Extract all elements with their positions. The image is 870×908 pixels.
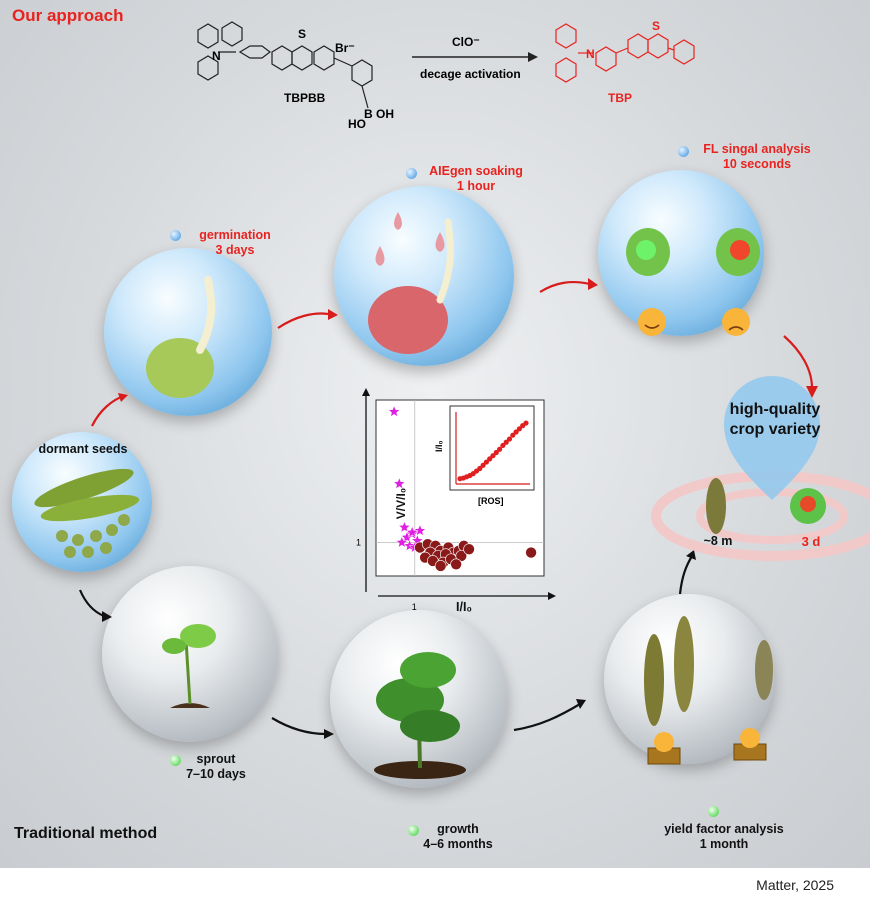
- arrow-dormant-to-sprout: [78, 589, 105, 618]
- oh-group: OH: [376, 107, 394, 121]
- reactant-name: TBPBB: [284, 91, 326, 105]
- sad-face-icon: [722, 308, 750, 336]
- approach-title: Our approach: [12, 6, 124, 25]
- step-dot-icon: [170, 230, 181, 241]
- credit: Matter, 2025: [756, 877, 834, 893]
- figure-panel: Our approach Traditional method N S Br⁻ …: [0, 0, 870, 868]
- inset-point: [506, 436, 513, 442]
- star-point: [392, 477, 406, 490]
- ball-point: [463, 543, 475, 555]
- pod-bad: [755, 640, 773, 700]
- inset-y-label: I/I₀: [434, 440, 444, 452]
- y-tick-label: 1: [356, 537, 361, 547]
- n-atom-red: N: [586, 47, 595, 61]
- inset-x-label: [ROS]: [478, 496, 504, 506]
- happy-face-icon: [638, 308, 666, 336]
- inset-point: [483, 459, 489, 465]
- star-point: [398, 520, 411, 533]
- pod-traditional: [706, 478, 726, 534]
- pea-seed: [146, 338, 214, 398]
- tbpbb-structure: [197, 21, 373, 109]
- tbp-structure: [555, 23, 695, 83]
- inset-point: [510, 432, 516, 438]
- sprout-bubble: [102, 566, 278, 742]
- inset-point: [500, 442, 506, 449]
- ho-group: HO: [348, 117, 366, 131]
- soil: [170, 703, 210, 708]
- dormant-label: dormant seeds: [38, 442, 128, 456]
- arrow-yield-to-result: [678, 555, 693, 595]
- step-dot-icon: [406, 168, 417, 179]
- s-atom: S: [298, 27, 306, 41]
- step-dot-icon: [708, 806, 719, 817]
- ball-point: [525, 546, 537, 559]
- our-time: 3 d: [801, 534, 821, 549]
- inset-point: [513, 429, 519, 435]
- arrow-growth-to-yield: [513, 703, 581, 732]
- ball-point: [434, 560, 447, 572]
- reaction-scheme: N S Br⁻ B OH HO TBPBB ClO⁻ decage activa…: [197, 19, 695, 131]
- reagent: ClO⁻: [452, 35, 480, 49]
- sad-face-icon: [740, 728, 760, 748]
- product-name: TBP: [608, 91, 632, 105]
- droplet-icon: [394, 212, 402, 230]
- soaked-seed: [368, 286, 448, 354]
- illustrations: [34, 212, 870, 779]
- location-pin-icon: [724, 376, 820, 500]
- y-axis-label: V/V/I₀: [394, 487, 409, 520]
- condition: decage activation: [420, 67, 521, 81]
- inset-point: [477, 465, 483, 472]
- arrow-fl-to-result: [783, 335, 814, 389]
- x-tick-label: 1: [412, 602, 417, 612]
- pea-pod: [34, 468, 134, 508]
- s-atom-red: S: [652, 19, 660, 33]
- boron-atom: B: [364, 107, 373, 121]
- happy-face-icon: [654, 732, 674, 752]
- ball-point: [455, 550, 468, 562]
- inset-point: [497, 446, 503, 452]
- counterion: Br⁻: [335, 41, 355, 55]
- ball-point: [450, 558, 462, 571]
- x-axis-label: I/I₀: [456, 600, 473, 614]
- step-dot-icon: [408, 825, 419, 836]
- scatter-chart: 1 1 [ROS] I/I₀: [356, 388, 556, 612]
- arrow-sprout-to-growth: [271, 717, 327, 736]
- sprout-shoot: [196, 276, 216, 354]
- traditional-title: Traditional method: [14, 825, 158, 842]
- arrow-germination-to-soaking: [277, 312, 329, 329]
- star-point: [413, 524, 427, 537]
- inset-point: [493, 449, 499, 456]
- inset-point: [516, 426, 522, 432]
- droplet-icon: [435, 232, 445, 252]
- star-point: [405, 525, 419, 538]
- inset-point: [523, 420, 529, 426]
- inset-point: [503, 439, 509, 445]
- traditional-time: ~8 m: [703, 534, 733, 548]
- inset-point: [480, 462, 486, 468]
- n-atom: N: [212, 49, 221, 63]
- arrow-soaking-to-fl: [539, 281, 591, 293]
- star-point: [395, 535, 409, 548]
- arrow-dormant-to-germination: [91, 394, 125, 427]
- soil: [374, 761, 466, 779]
- inset-point: [490, 453, 496, 459]
- pod-good: [644, 634, 664, 726]
- star-point: [387, 405, 401, 418]
- step-dot-icon: [170, 755, 181, 766]
- step-dot-icon: [678, 146, 689, 157]
- droplet-icon: [375, 246, 385, 266]
- inset-point: [487, 456, 493, 462]
